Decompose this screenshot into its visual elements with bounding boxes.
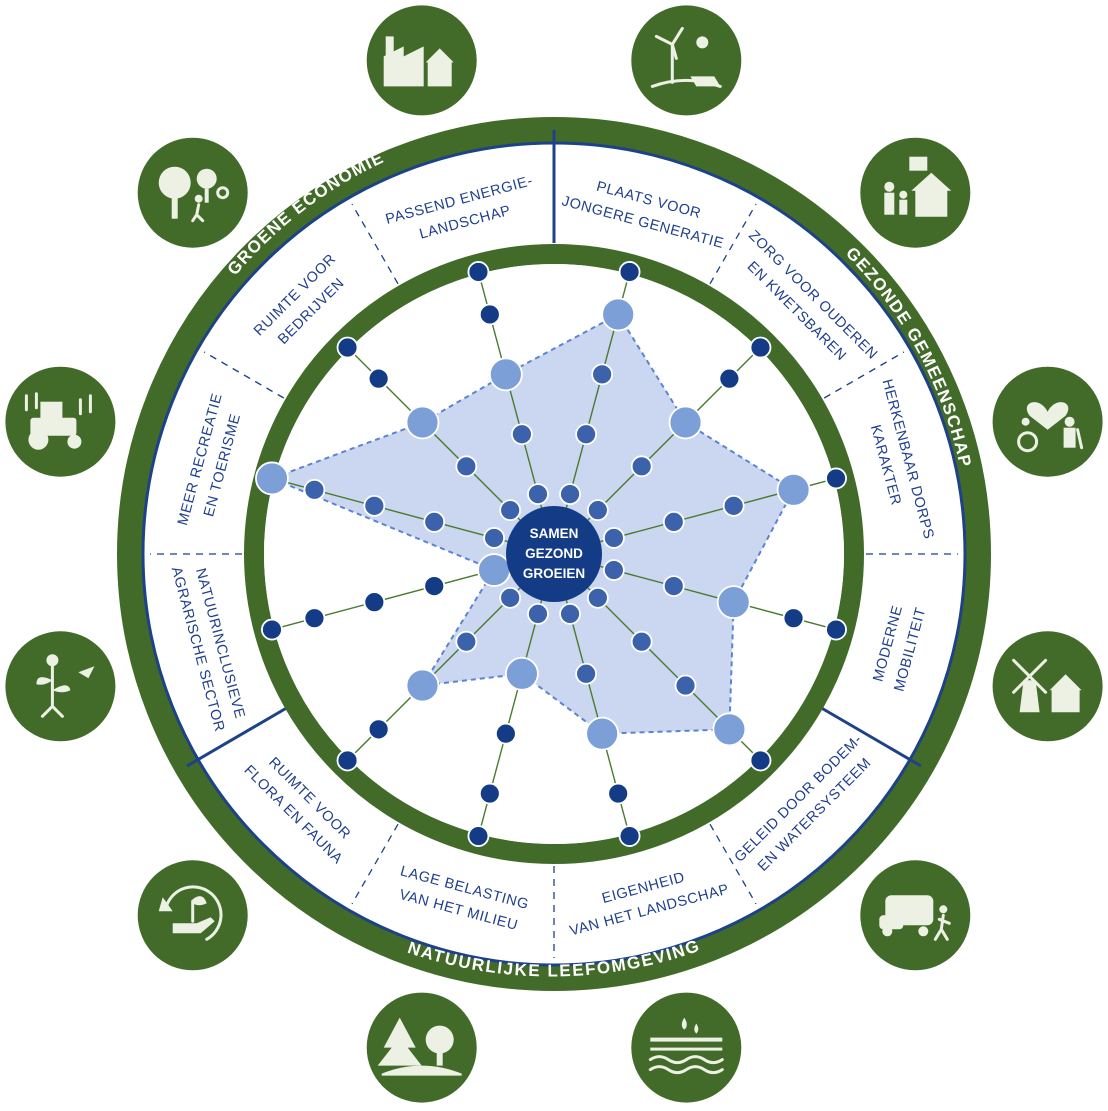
spoke-dot (782, 607, 805, 630)
spoke-dot (527, 483, 549, 506)
spoke-dot (336, 336, 359, 359)
spoke-dot (602, 527, 625, 549)
segment-divider (823, 351, 905, 399)
spoke-dot (618, 825, 641, 847)
spoke-dot (511, 423, 533, 446)
score-marker (255, 461, 289, 496)
segment-divider (351, 823, 399, 905)
spoke-dot (527, 602, 549, 625)
spoke-dot (455, 630, 478, 653)
spoke-dot (559, 483, 581, 506)
spoke-dot (455, 455, 478, 478)
recreation-trees-icon (137, 137, 248, 248)
spoke-dot (478, 782, 501, 805)
score-marker (488, 357, 523, 392)
score-marker (716, 585, 751, 620)
soil-water-icon (631, 992, 742, 1103)
spoke-dot (586, 499, 609, 522)
inner-green-ring (244, 244, 864, 864)
segment-divider (351, 203, 399, 285)
windmill-village-icon (992, 631, 1103, 742)
spoke-dot (662, 511, 685, 533)
spoke-dot (363, 591, 386, 614)
spoke-dot (467, 261, 490, 283)
spoke-dot (630, 630, 653, 653)
segment-divider (203, 351, 285, 399)
center-line-1: SAMEN (530, 526, 579, 541)
spoke-dot (591, 363, 614, 386)
spoke-dot (363, 494, 386, 517)
segment-divider (709, 203, 757, 285)
score-marker (505, 656, 539, 691)
score-marker (601, 297, 636, 332)
spoke-dot (586, 586, 609, 609)
spoke-dot (722, 494, 745, 517)
center-line-3: GROEIEN (523, 566, 585, 581)
flora-fauna-icon (5, 631, 116, 742)
score-marker (477, 553, 512, 587)
score-marker (712, 712, 747, 747)
center-circle (506, 506, 602, 602)
spoke-dot (607, 782, 630, 805)
plant-cycle-icon (137, 860, 248, 971)
spoke-dot (602, 559, 625, 581)
score-marker (405, 668, 440, 703)
tractor-crops-icon (5, 366, 116, 477)
spoke-dot (478, 303, 501, 326)
spoke-dot (499, 499, 522, 522)
spoke-dot (575, 662, 597, 685)
center-line-2: GEZOND (525, 546, 583, 561)
spoke-dot (303, 607, 326, 630)
factory-icon (366, 5, 477, 116)
spoke-dot (483, 527, 506, 549)
spoke-dot (749, 749, 772, 772)
spoke-dot (749, 336, 772, 359)
spoke-dot (825, 467, 847, 490)
score-marker (776, 472, 811, 507)
spoke-dot (367, 367, 390, 390)
spoke-dot (618, 261, 641, 283)
wind-solar-icon (631, 5, 742, 116)
spoke-dot (336, 749, 359, 772)
spoke-dot (630, 455, 653, 478)
spoke-dot (423, 575, 446, 597)
spoke-dot (575, 423, 597, 446)
score-marker (585, 716, 620, 751)
spoke-dots (255, 261, 847, 847)
bus-pedestrian-icon (860, 860, 971, 971)
spoke-dot (825, 618, 847, 641)
spoke-dot (559, 602, 581, 625)
spoke-dot (499, 586, 522, 609)
segment-divider (709, 823, 757, 905)
health-care-icon (992, 366, 1103, 477)
forest-landscape-icon (366, 992, 477, 1103)
segment-dividers (150, 203, 958, 958)
spoke-dot (662, 575, 685, 597)
spoke-dot (423, 511, 446, 533)
spoke-dot (467, 825, 490, 847)
spoke-dot (718, 367, 741, 390)
spoke-dot (494, 722, 517, 745)
spoke-dot (367, 718, 390, 741)
spoke-dot (674, 674, 697, 697)
pillar-dividers (186, 130, 922, 768)
family-housing-icon (860, 137, 971, 248)
spoke-dot (303, 478, 326, 501)
score-marker (668, 405, 703, 440)
icon-bubbles (5, 5, 1103, 1103)
score-marker (405, 405, 440, 440)
spoke-dot (261, 618, 283, 641)
